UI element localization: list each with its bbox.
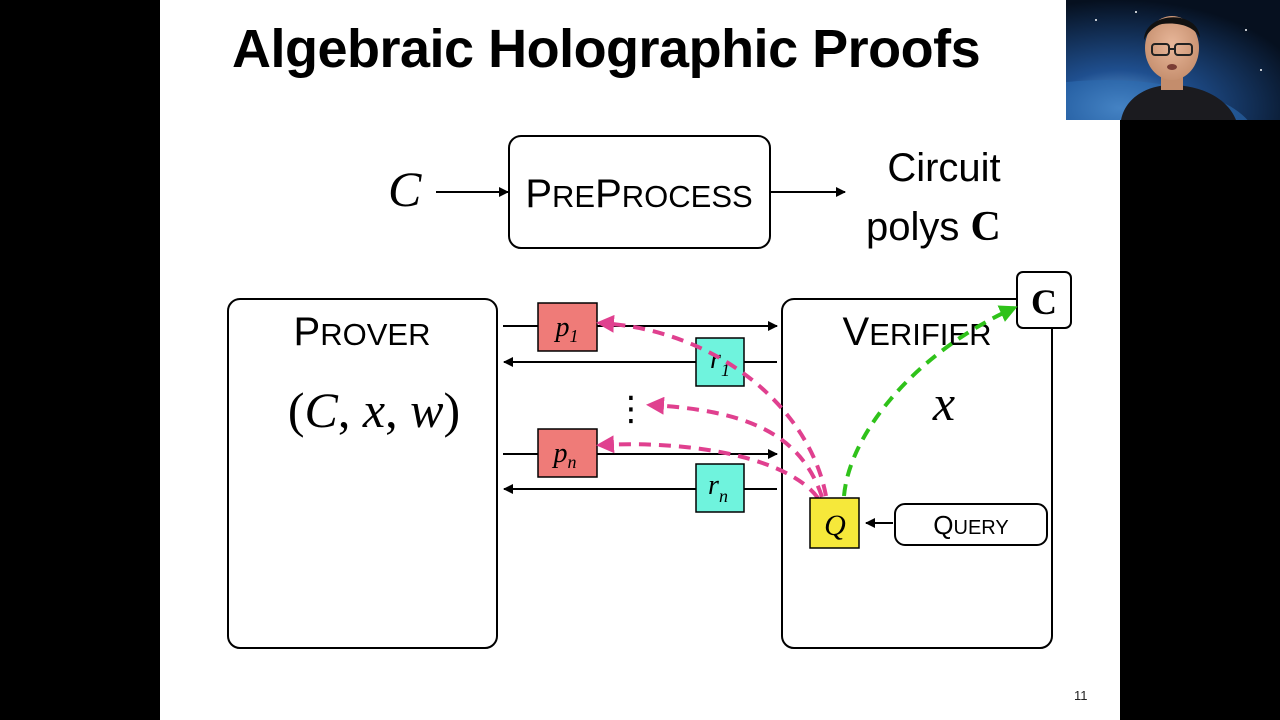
rn-box <box>695 463 745 513</box>
query-box <box>894 503 1048 546</box>
prover-label: PROVER <box>294 310 431 354</box>
q-label: Q <box>824 509 846 542</box>
ellipsis-dots: ⋮ <box>614 390 648 428</box>
p1-label: p1 <box>554 312 579 346</box>
query-arrow-p1 <box>596 314 828 497</box>
query-label: QUERY <box>933 510 1008 540</box>
output-circuit-label: Circuit <box>887 146 1000 190</box>
query-arrow-oracle <box>842 305 1018 497</box>
prover-box <box>227 298 498 649</box>
prover-inputs: (C, x, w) <box>288 382 460 438</box>
presenter-video-image <box>1066 0 1280 120</box>
page-number: 11 <box>1074 688 1088 703</box>
query-arrow-dots <box>646 396 824 498</box>
verifier-input-x: x <box>932 375 955 431</box>
oracle-badge <box>1016 271 1072 329</box>
rn-label: rn <box>708 470 728 506</box>
verifier-label: VERIFIER <box>843 310 992 354</box>
presenter-webcam <box>1066 0 1280 120</box>
circuit-symbol: C <box>388 161 422 217</box>
pn-box <box>537 428 598 478</box>
r1-label: r1 <box>710 344 730 380</box>
oracle-badge-label: C <box>1031 282 1057 322</box>
r1-box <box>695 337 745 387</box>
preprocess-box <box>508 135 771 249</box>
q-box <box>809 497 860 549</box>
preprocess-label: PREPROCESS <box>525 172 752 216</box>
p1-box <box>537 302 598 352</box>
verifier-box <box>781 298 1053 649</box>
pn-label: pn <box>552 438 577 472</box>
output-polys-label: polys C <box>866 204 1001 250</box>
slide-title: Algebraic Holographic Proofs <box>232 19 981 79</box>
